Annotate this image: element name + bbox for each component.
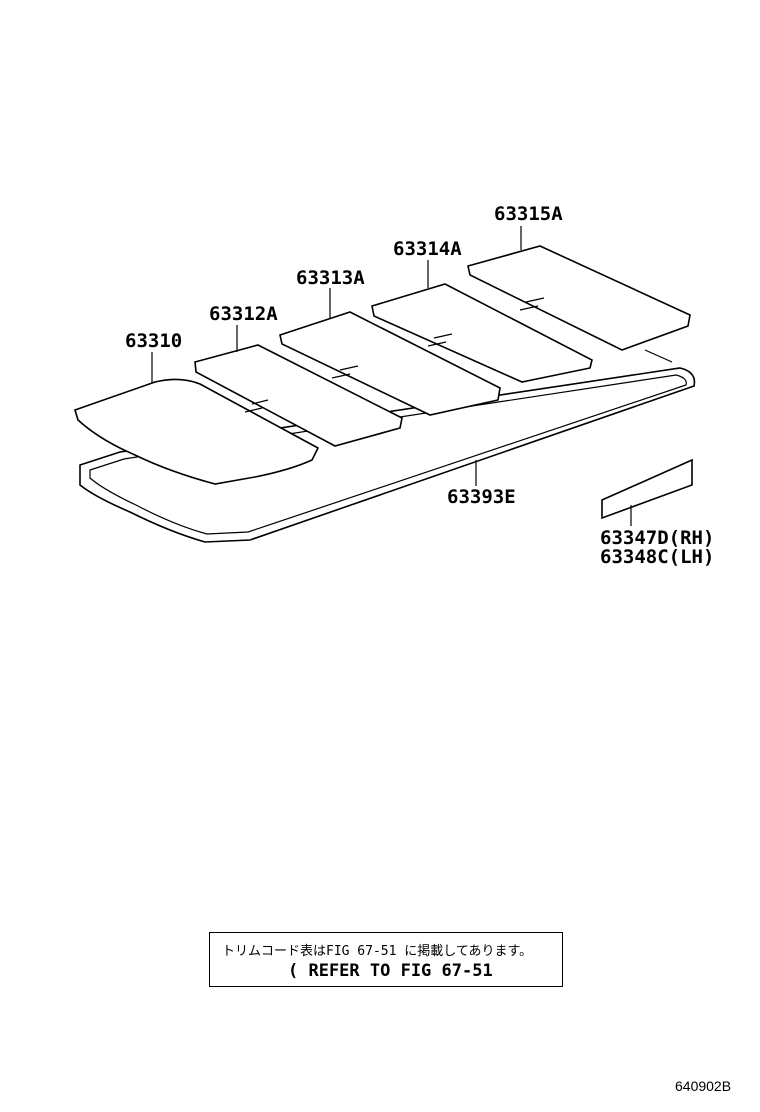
- part-label-63310: 63310: [125, 330, 182, 352]
- panel-63314A-drawing: [371, 283, 593, 383]
- leader-lines: [151, 226, 632, 526]
- diagram-code: 640902B: [675, 1078, 731, 1094]
- panel-63312A-drawing: [194, 344, 403, 447]
- part-label-63312A: 63312A: [209, 303, 278, 325]
- part-label-63313A: 63313A: [296, 267, 365, 289]
- reference-note-box: トリムコード表はFIG 67-51 に掲載してあります。 ( REFER TO …: [209, 932, 563, 987]
- note-japanese: トリムコード表はFIG 67-51 に掲載してあります。: [222, 944, 533, 959]
- note-english: ( REFER TO FIG 67-51: [288, 961, 493, 981]
- panel-63315A-drawing: [467, 245, 691, 351]
- panel-63313A-drawing: [279, 311, 501, 416]
- part-label-63348C: 63348C(LH): [600, 546, 714, 568]
- part-label-63315A: 63315A: [494, 203, 563, 225]
- part-label-63347D: 63347D(RH): [600, 527, 714, 549]
- trim-piece-drawing: [601, 458, 693, 520]
- headlining-frame-drawing: [79, 349, 696, 543]
- part-label-63393E: 63393E: [447, 486, 516, 508]
- part-label-63314A: 63314A: [393, 238, 462, 260]
- panel-63310-drawing: [74, 378, 320, 485]
